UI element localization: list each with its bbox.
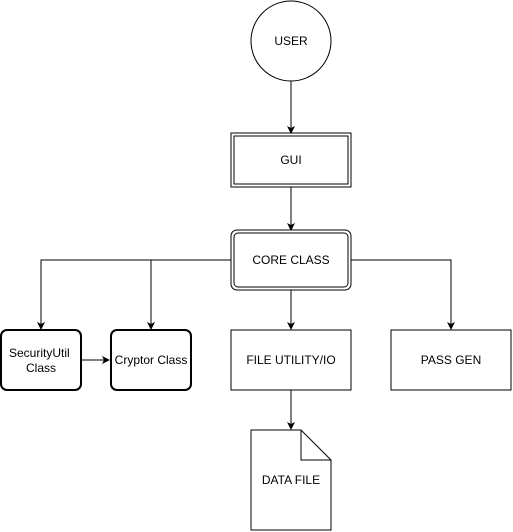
pass-gen-box xyxy=(390,329,512,391)
gui-node: GUI xyxy=(230,132,352,188)
gui-outer-border xyxy=(230,132,352,188)
core-class-inner-border xyxy=(233,232,349,288)
pass-gen-label: PASS GEN xyxy=(421,353,481,367)
security-util-label-line-2: Class xyxy=(26,361,56,375)
cryptor-node: Cryptor Class xyxy=(110,329,192,391)
gui-label: GUI xyxy=(280,153,301,167)
user-label: USER xyxy=(274,34,308,48)
cryptor-box xyxy=(110,329,192,391)
core-class-node: CORE CLASS xyxy=(230,229,352,291)
connectors xyxy=(37,80,455,430)
cryptor-label: Cryptor Class xyxy=(115,353,188,367)
user-circle xyxy=(250,0,332,82)
edge-core-security xyxy=(37,259,233,330)
security-util-label: SecurityUtil Class xyxy=(9,346,73,375)
security-util-box xyxy=(0,329,82,391)
file-utility-box xyxy=(230,329,352,391)
file-utility-node: FILE UTILITY/IO xyxy=(230,329,352,391)
user-node: USER xyxy=(250,0,332,82)
gui-inner-border xyxy=(233,135,349,185)
pass-gen-node: PASS GEN xyxy=(390,329,512,391)
security-util-node: SecurityUtil Class xyxy=(0,329,82,391)
data-file-fold xyxy=(300,430,331,461)
data-file-label: DATA FILE xyxy=(262,473,320,487)
data-file-icon xyxy=(250,429,332,531)
data-file-node: DATA FILE xyxy=(250,429,332,531)
edge-core-pass-gen xyxy=(349,259,455,330)
core-class-outer-border xyxy=(230,229,352,291)
file-utility-label: FILE UTILITY/IO xyxy=(246,353,335,367)
core-class-label: CORE CLASS xyxy=(252,253,329,267)
security-util-label-line-1: SecurityUtil xyxy=(9,346,70,360)
